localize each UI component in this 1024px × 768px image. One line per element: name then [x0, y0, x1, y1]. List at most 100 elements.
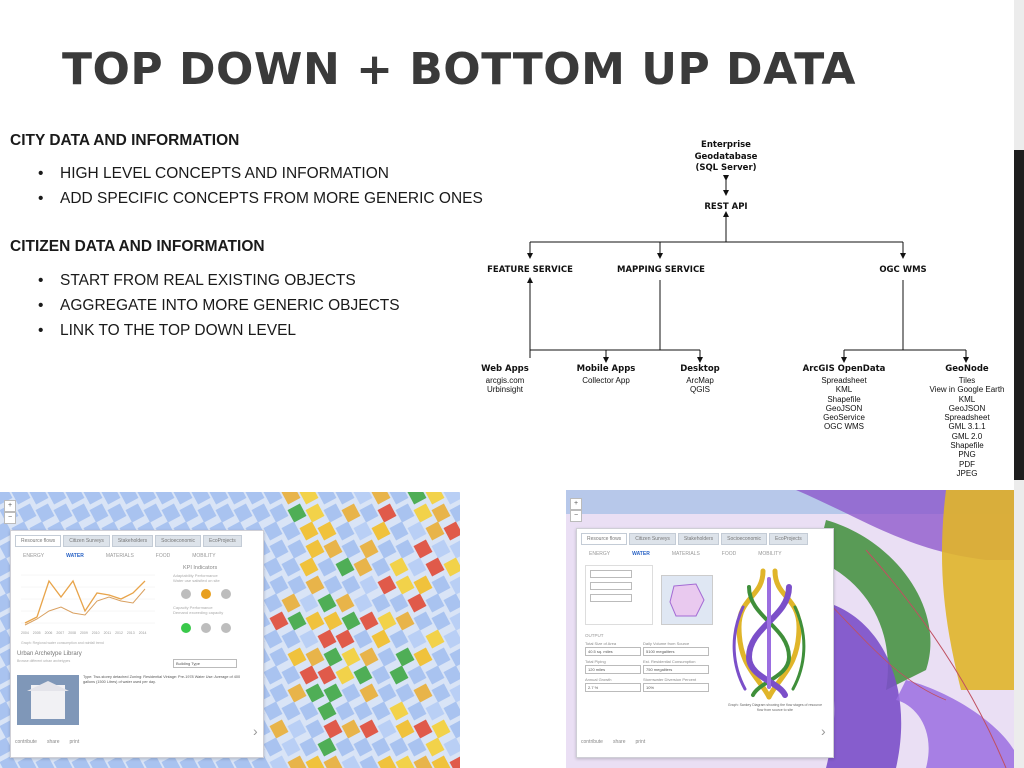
- field-value[interactable]: 750 megaliters: [643, 665, 709, 674]
- map-block: [281, 521, 301, 541]
- map-block: [371, 521, 391, 541]
- map-block: [395, 647, 415, 667]
- bullet-dot: •: [38, 322, 44, 339]
- chevron-right-icon[interactable]: ›: [253, 723, 258, 739]
- map-block: [287, 647, 307, 667]
- subtab-materials[interactable]: MATERIALS: [105, 553, 134, 559]
- zoom-out-button[interactable]: −: [570, 510, 582, 522]
- share-link[interactable]: share: [612, 739, 626, 745]
- map-block: [269, 503, 289, 523]
- leaf-item: KML: [958, 394, 976, 404]
- kpi-indicator-dot: [181, 589, 191, 599]
- leaf-item: ArcMap: [686, 376, 714, 385]
- chevron-right-icon[interactable]: ›: [821, 723, 826, 739]
- field-value[interactable]: 10%: [643, 683, 709, 692]
- tab-socioeconomic[interactable]: Socioeconomic: [155, 535, 202, 547]
- subtab-food[interactable]: FOOD: [155, 553, 171, 559]
- map-block: [335, 629, 355, 649]
- subtab-food[interactable]: FOOD: [721, 551, 737, 557]
- map-block: [341, 755, 361, 768]
- subtab-materials[interactable]: MATERIALS: [671, 551, 700, 557]
- map-block: [0, 521, 13, 541]
- field-value[interactable]: 40.5 sq. miles: [585, 647, 641, 656]
- map-block: [359, 575, 379, 595]
- contribute-link[interactable]: contribute: [15, 739, 37, 745]
- leaf-item: QGIS: [689, 385, 710, 395]
- tab-citizen-surveys[interactable]: Citizen Surveys: [63, 535, 110, 547]
- subtab-water[interactable]: WATER: [632, 551, 650, 557]
- print-link[interactable]: print: [635, 739, 646, 745]
- zoom-in-button[interactable]: +: [570, 498, 582, 510]
- contribute-link[interactable]: contribute: [581, 739, 603, 745]
- map-block: [269, 755, 289, 768]
- map-block: [413, 719, 433, 739]
- subtab-mobility[interactable]: MOBILITY: [758, 551, 782, 557]
- zoom-out-button[interactable]: −: [4, 512, 16, 524]
- bullet-text: ADD SPECIFIC CONCEPTS FROM MORE GENERIC …: [60, 190, 483, 207]
- field-label: Est. Residential Consumption: [643, 659, 696, 664]
- map-block: [353, 701, 373, 721]
- node-feature-service: FEATURE SERVICE: [487, 265, 573, 275]
- map-block: [281, 492, 301, 505]
- map-block: [335, 665, 355, 685]
- water-info-panel: Resource flows Citizen Surveys Stakehold…: [10, 530, 264, 758]
- building-type-select[interactable]: Building Type: [173, 659, 237, 668]
- map-block: [413, 647, 433, 667]
- map-block: [443, 629, 460, 649]
- map-block: [317, 665, 337, 685]
- leaf-title: Web Apps: [481, 364, 529, 374]
- zoom-in-button[interactable]: +: [4, 500, 16, 512]
- node-root-line-1: Enterprise: [701, 140, 751, 150]
- tab-resource-flows[interactable]: Resource flows: [581, 533, 628, 545]
- year-tick: 2004: [21, 631, 29, 635]
- map-block: [407, 492, 427, 505]
- map-block: [389, 593, 409, 613]
- tab-socioeconomic[interactable]: Socioeconomic: [721, 533, 768, 545]
- kpi-adaptability-sub: Water use satisfied on site: [173, 578, 220, 583]
- map-block: [0, 593, 13, 613]
- map-block: [281, 557, 301, 577]
- year-tick: 2010: [91, 631, 100, 635]
- field-value[interactable]: 120 miles: [585, 665, 641, 674]
- map-block: [425, 629, 445, 649]
- map-block: [377, 611, 397, 631]
- tab-stakeholders[interactable]: Stakeholders: [111, 535, 154, 547]
- leaf-title: ArcGIS OpenData: [802, 364, 886, 374]
- sankey-caption: Graph: Sankey Diagram showing the flow s…: [727, 703, 823, 712]
- node-ogc-wms: OGC WMS: [879, 265, 927, 275]
- water-trend-chart: [21, 574, 155, 626]
- leaf-item: Collector App: [582, 376, 630, 385]
- map-block: [449, 539, 460, 559]
- print-link[interactable]: print: [69, 739, 80, 745]
- map-block: [371, 665, 391, 685]
- subtab-energy[interactable]: ENERGY: [23, 553, 45, 559]
- map-block: [281, 629, 301, 649]
- tab-citizen-surveys[interactable]: Citizen Surveys: [629, 533, 676, 545]
- map-block: [407, 629, 427, 649]
- share-link[interactable]: share: [46, 739, 60, 745]
- tab-ecoprojects[interactable]: EcoProjects: [203, 535, 242, 547]
- map-block: [413, 575, 433, 595]
- leaf-item: GML 3.1.1: [948, 422, 986, 432]
- field-value[interactable]: 5100 megaliters: [643, 647, 709, 656]
- map-block: [269, 647, 289, 667]
- node-rest-api: REST API: [704, 202, 748, 212]
- map-block: [317, 521, 337, 541]
- leaf-title: GeoNode: [945, 364, 989, 374]
- tab-stakeholders[interactable]: Stakeholders: [677, 533, 720, 545]
- subtab-mobility[interactable]: MOBILITY: [192, 553, 216, 559]
- map-block: [389, 557, 409, 577]
- map-block: [83, 492, 103, 505]
- bullet-dot: •: [38, 297, 44, 314]
- tab-resource-flows[interactable]: Resource flows: [15, 535, 62, 547]
- tab-ecoprojects[interactable]: EcoProjects: [769, 533, 808, 545]
- map-block: [0, 492, 13, 505]
- map-block: [53, 503, 73, 523]
- map-block: [371, 593, 391, 613]
- subtab-energy[interactable]: ENERGY: [589, 551, 611, 557]
- field-label: Total Size of Area: [585, 641, 617, 646]
- map-block: [119, 492, 139, 505]
- field-value[interactable]: 2.7 %: [585, 683, 641, 692]
- map-block: [395, 575, 415, 595]
- subtab-water[interactable]: WATER: [66, 553, 84, 559]
